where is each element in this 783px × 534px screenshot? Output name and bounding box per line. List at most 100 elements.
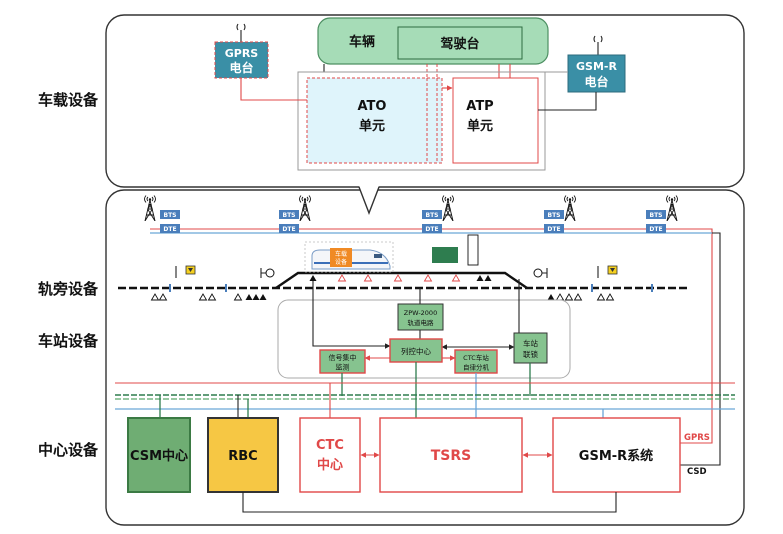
csd-network-line <box>680 232 721 466</box>
track-layout: 车载 设备 <box>118 234 690 301</box>
bts-tower-icon <box>666 195 678 221</box>
rbc-gsmr-link <box>242 492 617 513</box>
transponder-icon <box>158 293 168 301</box>
panel-pointer-fill <box>359 185 379 213</box>
ctc-station-label: CTC车站 <box>463 353 489 362</box>
station-group: ZPW-2000 轨道电路 列控中心 信号集中 监测 CTC车站 自律分机 车站… <box>277 279 571 409</box>
atp-label: ATP <box>466 99 493 114</box>
balise-right-icon <box>597 265 618 278</box>
gprs-antenna-icon <box>236 23 246 42</box>
rbc-label: RBC <box>228 449 257 464</box>
gprs-radio-label: GPRS <box>225 47 259 60</box>
station-frame <box>277 299 571 379</box>
transponder-icon <box>573 293 583 301</box>
gsmr-radio-sub: 电台 <box>584 74 608 89</box>
bts-tower-icon <box>442 195 454 221</box>
transponder-icon <box>233 293 243 301</box>
tsrs-label: TSRS <box>431 448 472 464</box>
train-equipment-sub: 设备 <box>335 258 347 266</box>
transponder-icon <box>423 274 433 282</box>
csm-center-box <box>127 417 191 493</box>
dte-tag <box>160 224 180 233</box>
center-group: CSM中心 RBC CTC 中心 TSRS GSM-R系统 GPRS CSD <box>127 417 710 513</box>
transponder-icon <box>451 274 461 282</box>
dte-label: DTE <box>425 226 438 233</box>
station-siding <box>275 271 528 289</box>
dte-label: DTE <box>282 226 295 233</box>
ato-label: ATO <box>358 99 387 114</box>
transponder-icon <box>337 274 347 282</box>
ctc-center-box <box>299 417 361 493</box>
train-control-center-label: 列控中心 <box>401 346 431 356</box>
gprs-ato-link <box>240 78 307 101</box>
dte-tag <box>544 224 564 233</box>
gprs-link-label: GPRS <box>684 433 710 443</box>
bts-tag <box>160 210 180 219</box>
onboard-unit-frame <box>297 71 546 171</box>
gsmr-system-box <box>552 417 681 493</box>
bts-label: BTS <box>164 212 177 219</box>
bts-tag <box>646 210 666 219</box>
transponder-icon <box>198 293 208 301</box>
ato-unit-box <box>306 77 443 164</box>
gsmr-atp-link <box>538 92 597 111</box>
bts-tower-icon <box>564 195 576 221</box>
track-marker <box>651 284 653 292</box>
train-equipment-box <box>330 248 352 267</box>
signal-monitoring-label: 信号集中 <box>329 353 357 362</box>
transponder-icon <box>207 293 217 301</box>
onboard-group: 车辆 驾驶台 ATO 单元 ATP 单元 GPRS 电台 GSM-R 电台 <box>214 17 626 171</box>
label-onboard-equipment: 车载设备 <box>38 91 99 109</box>
transponder-icon <box>252 294 260 300</box>
balise-left-icon <box>175 265 196 278</box>
interlocking-box <box>513 332 548 364</box>
dte-label: DTE <box>547 226 560 233</box>
base-station-5: BTS DTE <box>646 195 678 233</box>
ctc-station-sub: 自律分机 <box>463 363 490 372</box>
label-trackside-equipment: 轨旁设备 <box>38 280 99 298</box>
bts-tag <box>279 210 299 219</box>
transponder-icon <box>363 274 373 282</box>
signal-left-icon <box>260 268 275 278</box>
transponder-icon <box>393 274 403 282</box>
csd-link-label: CSD <box>687 467 707 477</box>
transponder-icon <box>150 293 160 301</box>
console-label: 驾驶台 <box>440 36 479 52</box>
bts-label: BTS <box>283 212 296 219</box>
transponder-icon <box>484 275 492 281</box>
dte-tag <box>279 224 299 233</box>
track-marker <box>591 284 593 292</box>
label-station-equipment: 车站设备 <box>38 332 99 350</box>
ground-panel <box>105 189 745 526</box>
gprs-radio-sub: 电台 <box>229 60 253 75</box>
trackside-cabinet <box>432 247 458 263</box>
bts-tag <box>422 210 442 219</box>
atp-unit-box <box>452 77 539 164</box>
gprs-network-line <box>150 228 713 444</box>
signal-monitoring-sub: 监测 <box>336 363 350 372</box>
rbc-box <box>207 417 279 493</box>
base-station-3: BTS DTE <box>422 195 454 233</box>
bts-tower-icon <box>299 195 311 221</box>
dte-label: DTE <box>649 226 662 233</box>
tsrs-box <box>379 417 523 493</box>
vehicle-label: 车辆 <box>349 34 375 50</box>
vehicle-box <box>317 17 549 65</box>
transponder-icon <box>259 294 267 300</box>
transponder-icon <box>309 275 317 281</box>
dte-tag <box>646 224 666 233</box>
gprs-radio-box <box>214 41 269 79</box>
ctc-center-sub: 中心 <box>317 457 343 473</box>
dte-label: DTE <box>163 226 176 233</box>
zpw2000-label: ZPW-2000 <box>404 309 437 317</box>
csm-center-label: CSM中心 <box>130 448 188 464</box>
train-window <box>374 254 382 258</box>
transponder-icon <box>605 293 615 301</box>
train-frame <box>304 241 394 273</box>
onboard-panel <box>105 14 745 188</box>
transponder-icon <box>245 294 253 300</box>
base-station-1: BTS DTE <box>144 195 180 233</box>
bts-label: BTS <box>548 212 561 219</box>
panel-pointer <box>358 186 380 215</box>
